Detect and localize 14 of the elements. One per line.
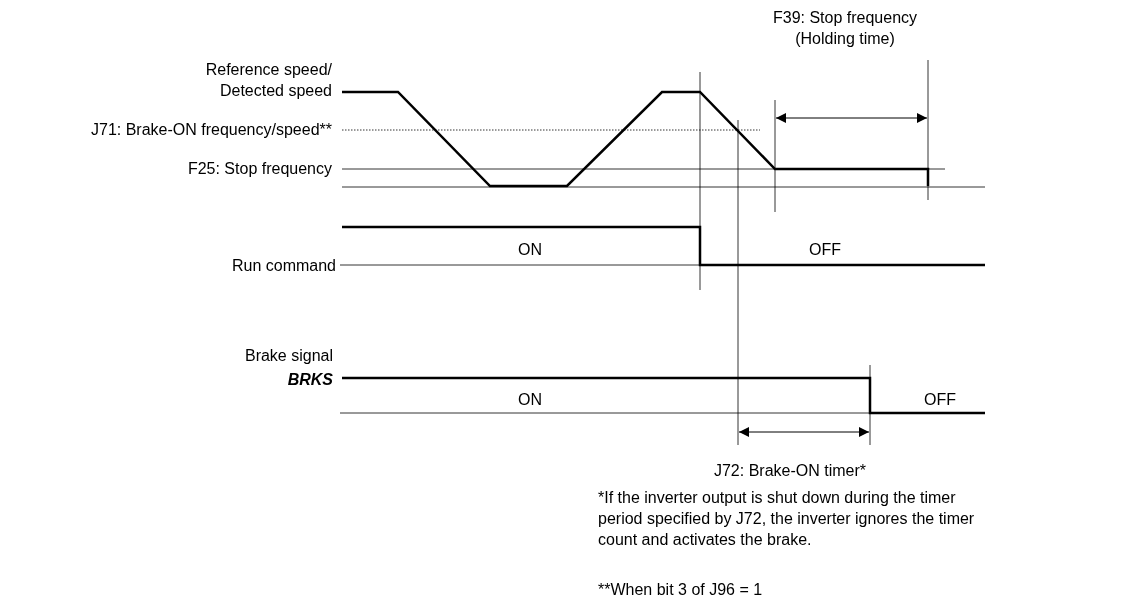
label: Reference speed/ Detected speed [204, 60, 332, 101]
label: ON [517, 390, 543, 410]
label: F25: Stop frequency [186, 159, 332, 179]
label: OFF [923, 390, 957, 410]
label: F39: Stop frequency (Holding time) [771, 8, 919, 49]
label: J72: Brake-ON timer* [712, 461, 867, 481]
footnote: *If the inverter output is shut down during the timer period specified by J72, the inverter ignores the timer count and activates the brake. [598, 488, 976, 550]
label: Run command [230, 256, 336, 276]
signal-name: BRKS [286, 370, 333, 390]
label: ON [517, 240, 543, 260]
footnote: **When bit 3 of J96 = 1 [598, 580, 764, 600]
label: Brake signal [243, 346, 333, 366]
label: J71: Brake-ON frequency/speed** [90, 120, 332, 140]
label: OFF [808, 240, 842, 260]
